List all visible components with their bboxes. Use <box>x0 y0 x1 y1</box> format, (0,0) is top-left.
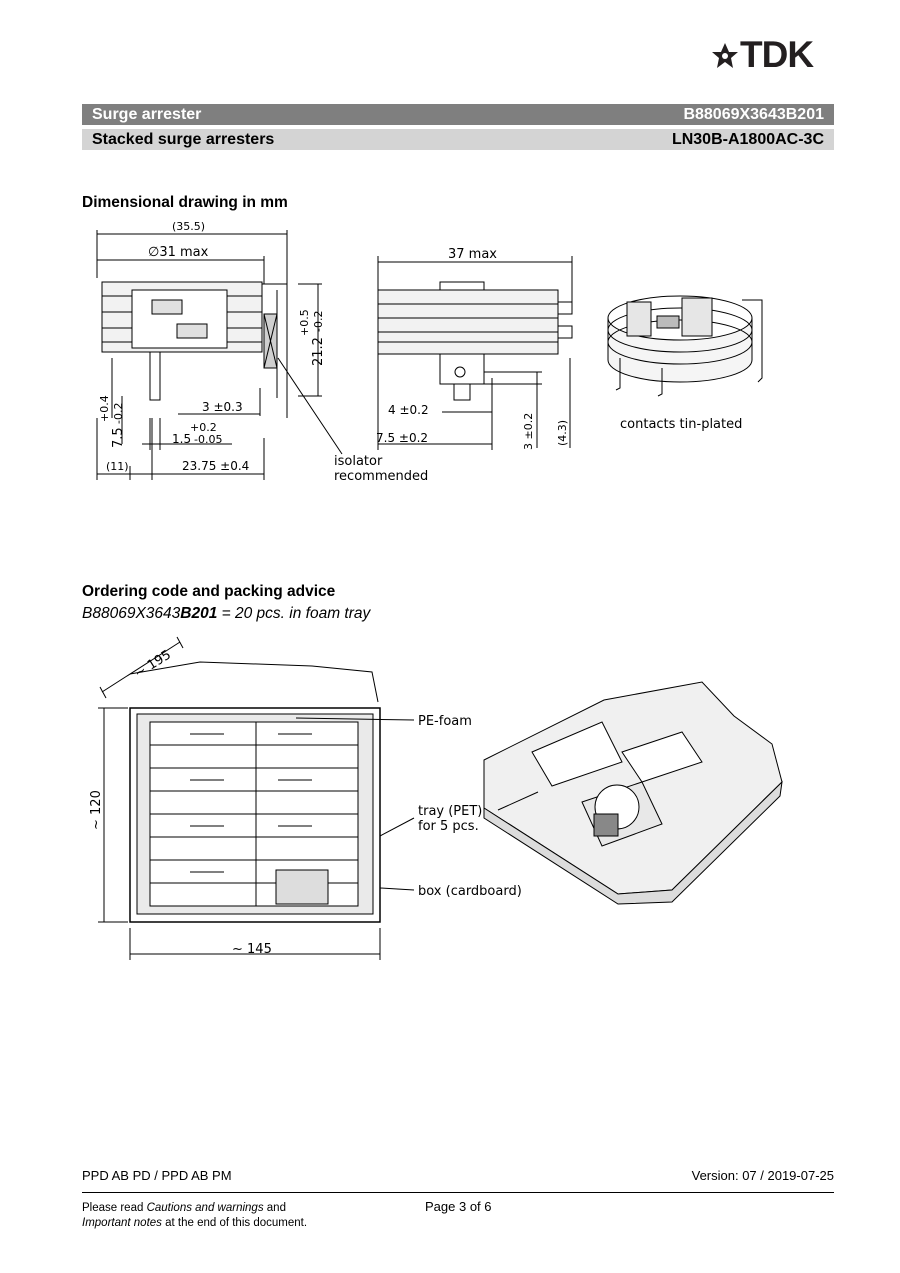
dim-base-len: 23.75 ±0.4 <box>182 459 249 473</box>
dimensional-heading: Dimensional drawing in mm <box>82 194 288 211</box>
dim-height-tol: +0.5 <box>298 309 311 336</box>
label-tray-2: for 5 pcs. <box>418 819 479 834</box>
dim-height: 21.2 <box>311 337 326 366</box>
dim-pin-gap: 3 ±0.3 <box>202 400 243 414</box>
footer-note-d: Important notes <box>82 1217 162 1229</box>
dim-height-tol-low: -0.2 <box>312 311 325 332</box>
dim-diameter: ∅31 max <box>148 245 209 260</box>
label-pe-foam: PE-foam <box>418 714 472 729</box>
dim-left-height: 7.5 <box>111 427 126 448</box>
dim-right-span: 7.5 ±0.2 <box>376 431 428 445</box>
dimensional-drawing: (35.5) ∅31 max 37 max +0.5 21.2 -0.2 3 ±… <box>96 220 763 484</box>
dim-width-right: 37 max <box>448 247 497 262</box>
ordering-code: B88069X3643B201 <box>683 105 824 123</box>
ordering-code-prefix: B88069X3643 <box>82 605 181 622</box>
footer-page: Page 3 of 6 <box>425 1199 492 1214</box>
label-box: box (cardboard) <box>418 884 522 899</box>
ordering-code-rest: = 20 pcs. in foam tray <box>217 605 371 622</box>
product-type: Surge arrester <box>92 105 202 123</box>
note-contacts: contacts tin-plated <box>620 417 742 432</box>
ordering-code-suffix: B201 <box>180 605 218 622</box>
dim-left-tol-top: +0.4 <box>98 395 111 422</box>
footer-note: Please read Cautions and warnings and Im… <box>82 1201 342 1231</box>
note-isolator-2: recommended <box>334 469 428 484</box>
footer-note-e: at the end of this document. <box>161 1217 308 1229</box>
header-bar-primary: Surge arrester B88069X3643B201 <box>82 104 834 125</box>
footer-note-b: Cautions and warnings <box>146 1202 264 1214</box>
pack-height: ~ 120 <box>89 790 104 830</box>
dim-pin-tol-low: -0.05 <box>194 433 222 446</box>
dim-pin-tol-top: +0.2 <box>190 421 217 434</box>
product-subtitle: Stacked surge arresters <box>92 130 275 148</box>
dim-right-h: 3 ±0.2 <box>522 413 535 450</box>
ordering-heading: Ordering code and packing advice <box>82 583 336 600</box>
header-bar-secondary: Stacked surge arresters LN30B-A1800AC-3C <box>82 129 834 150</box>
dim-left-tol-low: -0.2 <box>112 403 125 424</box>
packing-drawing: ~ 195 ~ 120 ~ 145 PE-foam tray (PET) for… <box>89 636 783 960</box>
ordering-line: B88069X3643B201 = 20 pcs. in foam tray <box>82 605 370 623</box>
pack-width: ~ 145 <box>232 942 272 957</box>
footer-dept: PPD AB PD / PPD AB PM <box>82 1168 232 1183</box>
footer-top: PPD AB PD / PPD AB PM Version: 07 / 2019… <box>82 1168 834 1183</box>
footer-note-c: and <box>263 1202 286 1214</box>
tdk-logo-icon <box>712 43 738 68</box>
footer-version: Version: 07 / 2019-07-25 <box>691 1168 834 1183</box>
dim-right-ref: (4.3) <box>556 420 569 446</box>
dim-right-pin: 4 ±0.2 <box>388 403 429 417</box>
pack-depth: ~ 195 <box>132 648 174 682</box>
dim-pin-width: 1.5 <box>172 432 191 446</box>
dim-offset: (11) <box>106 460 129 473</box>
brand-name: TDK <box>740 34 814 75</box>
label-tray-1: tray (PET) <box>418 804 482 819</box>
dim-width-ref: (35.5) <box>172 220 205 233</box>
note-isolator-1: isolator <box>334 454 383 469</box>
footer-divider <box>82 1192 834 1193</box>
type-code: LN30B-A1800AC-3C <box>671 130 824 148</box>
tdk-logo: TDK <box>710 34 838 76</box>
footer-note-a: Please read <box>82 1202 147 1214</box>
